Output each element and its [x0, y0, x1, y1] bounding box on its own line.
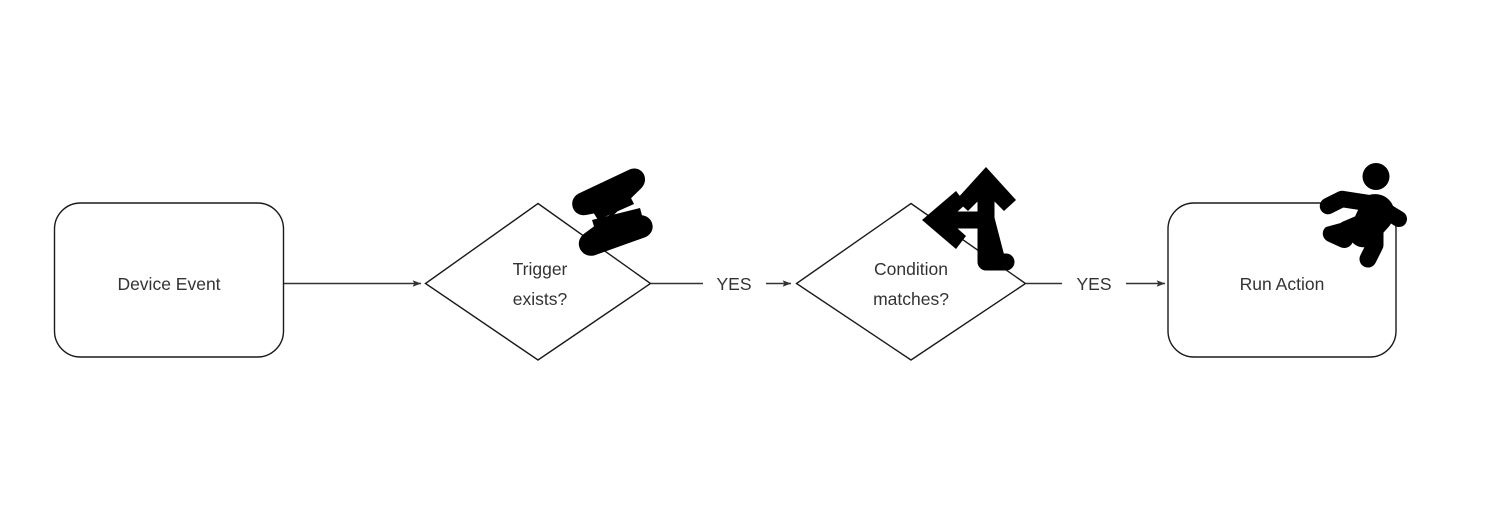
- device-event-box[interactable]: [53, 202, 285, 358]
- running-person-icon: [1319, 163, 1407, 268]
- branch-arrow-icon: [922, 167, 1016, 271]
- trigger-exists-diamond[interactable]: [424, 202, 652, 361]
- edge-trigger-to-condition: YES: [651, 274, 792, 294]
- node-device-event[interactable]: Device Event: [53, 202, 285, 358]
- edge-condition-to-run-action: YES: [1026, 274, 1166, 294]
- trigger-exists-label-line-2: exists?: [513, 289, 568, 309]
- node-trigger-exists[interactable]: Trigger exists?: [424, 202, 652, 361]
- edge-label-yes-1: YES: [716, 274, 751, 294]
- condition-matches-label-line-2: matches?: [873, 289, 949, 309]
- device-event-label: Device Event: [117, 274, 220, 294]
- trigger-exists-label-line-1: Trigger: [513, 259, 568, 279]
- node-condition-matches[interactable]: Condition matches?: [795, 202, 1027, 361]
- edge-label-yes-2: YES: [1076, 274, 1111, 294]
- run-action-label: Run Action: [1240, 274, 1325, 294]
- lightning-bolt-icon: [572, 168, 653, 256]
- condition-matches-label-line-1: Condition: [874, 259, 948, 279]
